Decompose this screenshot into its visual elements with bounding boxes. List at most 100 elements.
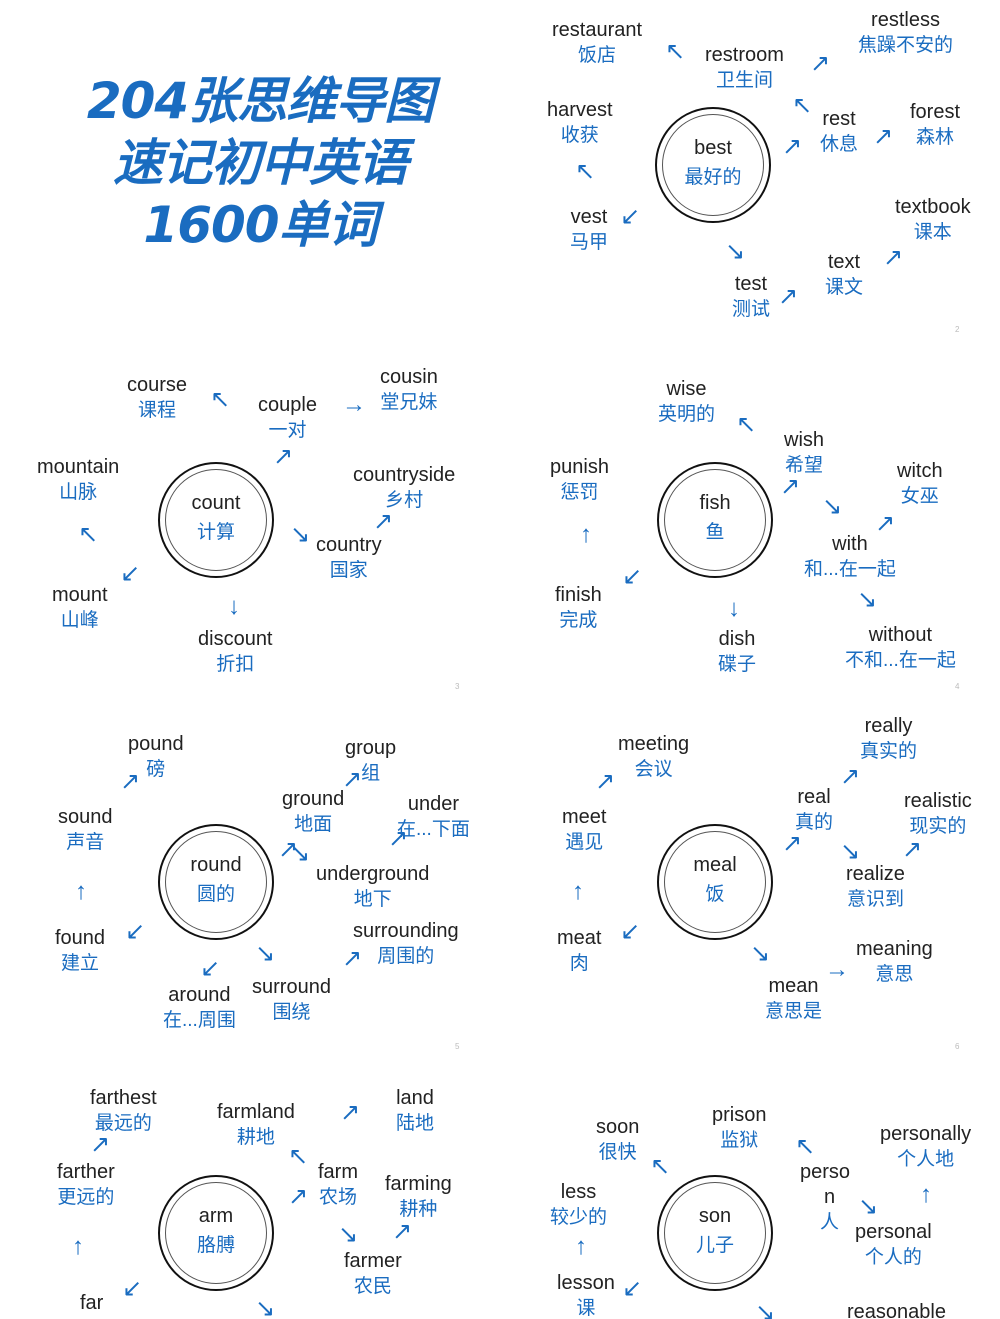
word-cn: 课程 (138, 400, 177, 421)
word-cn: 现实的 (909, 816, 967, 837)
word-en: mountain (37, 456, 120, 478)
word-node: ground 地面 (282, 787, 344, 837)
arrow-icon: ↗ (278, 836, 299, 863)
word-cn: 监狱 (720, 1130, 759, 1151)
word-cn: 周围的 (377, 946, 435, 967)
word-en: restaurant (552, 19, 643, 41)
arrow-icon: ↘ (338, 1221, 359, 1248)
arrow-icon: ↙ (620, 203, 641, 230)
word-en: personally (880, 1123, 972, 1145)
arrow-icon: ↗ (873, 123, 894, 150)
arrow-icon: ↗ (782, 830, 803, 857)
word-en: realistic (904, 790, 972, 812)
center-meaning: 计算 (196, 522, 235, 543)
arrow-icon: ↗ (392, 1218, 413, 1245)
page-number: 6 (955, 1042, 960, 1051)
word-en: text (827, 251, 861, 273)
word-cn: 真的 (795, 812, 834, 833)
arrow-icon: ↖ (795, 1133, 816, 1160)
center-node: son 儿子 (657, 1175, 773, 1291)
word-en: cousin (380, 366, 438, 388)
word-cn: 国家 (329, 560, 368, 581)
word-node: underground 地下 (316, 862, 429, 912)
word-cn: 乡村 (385, 490, 424, 511)
arrow-icon: ↗ (388, 825, 409, 852)
title-panel: 204张思维导图 速记初中英语 1600单词 (0, 0, 500, 340)
word-cn: 声音 (66, 832, 105, 853)
word-cn: 马甲 (570, 232, 609, 253)
arrow-icon: ↑ (575, 1233, 587, 1260)
word-en: mean (768, 975, 819, 997)
word-cn: 测试 (732, 299, 771, 320)
word-en: witch (897, 460, 943, 482)
word-cn: 肉 (569, 953, 589, 974)
arrow-icon: ↑ (75, 878, 87, 905)
center-node: fish 鱼 (657, 462, 773, 578)
arrow-icon: ↗ (120, 768, 141, 795)
word-cn: 地面 (294, 814, 333, 835)
center-node: best 最好的 (655, 107, 771, 223)
word-cn: 不和...在一起 (845, 650, 956, 671)
word-cn: 女巫 (900, 486, 939, 507)
word-cn: 地下 (353, 889, 392, 910)
word-cn: 真实的 (860, 741, 918, 762)
word-cn: 山脉 (59, 482, 98, 503)
arrow-icon: ↘ (822, 493, 843, 520)
word-node: witch 女巫 (897, 459, 943, 509)
center-node: count 计算 (158, 462, 274, 578)
word-en: restless (871, 9, 940, 31)
word-cn: 休息 (820, 134, 859, 155)
word-cn: 意思 (875, 964, 914, 985)
word-cn: 意识到 (846, 889, 904, 910)
word-en: farthest (90, 1087, 157, 1109)
arrow-icon: ↘ (255, 940, 276, 967)
arrow-icon: ↓ (228, 593, 240, 620)
word-cn: 和...在一起 (804, 559, 896, 580)
arrow-icon: ↓ (728, 595, 740, 622)
word-cn: 围绕 (272, 1002, 311, 1023)
word-cn: 一对 (268, 420, 307, 441)
word-en: real (797, 786, 831, 808)
arrow-icon: ↗ (780, 473, 801, 500)
word-cn: 会议 (634, 759, 673, 780)
word-en: meeting (618, 733, 690, 755)
arrow-icon: ↖ (665, 38, 686, 65)
word-en: wish (784, 429, 825, 451)
word-en: harvest (547, 99, 613, 121)
word-cn: 最远的 (94, 1113, 152, 1134)
arrow-icon: ↖ (78, 521, 99, 548)
arrow-icon: ↗ (342, 766, 363, 793)
word-en: underground (316, 863, 430, 885)
word-en: without (868, 624, 933, 646)
word-en: lesson (557, 1272, 615, 1294)
word-en: ground (282, 788, 345, 810)
word-cn: 陆地 (396, 1113, 435, 1134)
word-cn: 意思是 (765, 1001, 823, 1022)
word-cn: 收获 (560, 125, 599, 146)
word-cn: 农民 (353, 1276, 392, 1297)
word-node: reasonable (847, 1300, 946, 1319)
word-node: meeting 会议 (618, 732, 689, 782)
arrow-icon: ↖ (575, 158, 596, 185)
word-en: perso (800, 1161, 851, 1183)
arrow-icon: ↘ (290, 840, 311, 867)
word-cn: 耕地 (236, 1127, 275, 1148)
